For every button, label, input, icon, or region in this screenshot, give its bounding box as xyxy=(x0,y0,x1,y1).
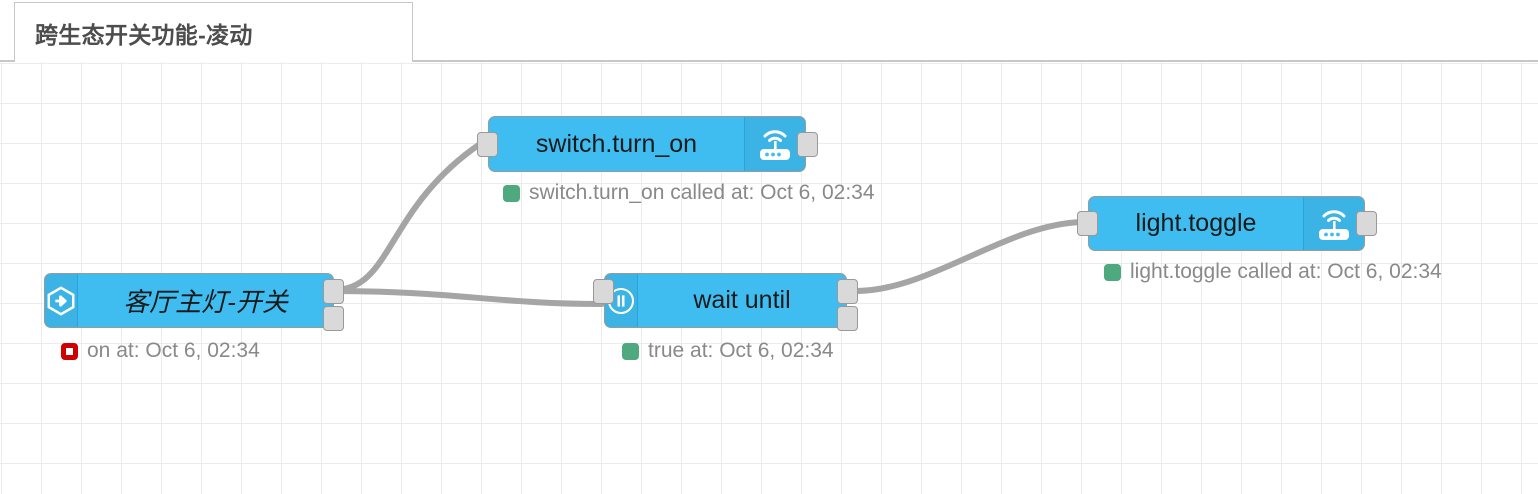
node-wait-until[interactable]: wait until xyxy=(604,273,847,328)
node-light-toggle-output-0[interactable] xyxy=(1356,211,1377,236)
flow-tab-label: 跨生态开关功能-凌动 xyxy=(35,21,253,48)
node-switch-turn-on-status: switch.turn_on called at: Oct 6, 02:34 xyxy=(503,181,875,205)
status-dot-icon xyxy=(622,342,639,360)
node-light-toggle[interactable]: light.toggle xyxy=(1088,196,1365,251)
node-light-toggle-status: light.toggle called at: Oct 6, 02:34 xyxy=(1104,260,1442,284)
hexagon-arrow-icon xyxy=(45,274,78,327)
node-light-toggle-status-text: light.toggle called at: Oct 6, 02:34 xyxy=(1130,260,1442,283)
link-wait-until-to-light-toggle[interactable] xyxy=(853,219,1085,294)
node-switch-turn-on-output-0[interactable] xyxy=(797,132,818,157)
node-light-toggle-label: light.toggle xyxy=(1135,209,1257,237)
node-wait-until-output-0[interactable] xyxy=(837,279,858,304)
node-wait-until-status: true at: Oct 6, 02:34 xyxy=(622,339,834,363)
node-wait-until-output-1[interactable] xyxy=(837,306,858,331)
flow-tab-bar: 跨生态开关功能-凌动 xyxy=(0,0,1538,62)
node-switch-turn-on-label: switch.turn_on xyxy=(535,129,698,158)
node-switch-entity-label: 客厅主灯-开关 xyxy=(123,287,288,317)
node-wait-until-input-0[interactable] xyxy=(593,279,614,304)
node-switch-turn-on-status-text: switch.turn_on called at: Oct 6, 02:34 xyxy=(529,181,875,204)
node-switch-entity-output-1[interactable] xyxy=(323,306,344,331)
link-switch-entity-to-switch-turn-on[interactable] xyxy=(331,141,483,293)
router-wifi-icon xyxy=(744,117,805,171)
node-wait-until-status-text: true at: Oct 6, 02:34 xyxy=(648,339,834,362)
node-switch-turn-on[interactable]: switch.turn_on xyxy=(488,116,806,172)
node-switch-entity-status: on at: Oct 6, 02:34 xyxy=(61,339,260,363)
flow-tab-active[interactable]: 跨生态开关功能-凌动 xyxy=(14,2,413,62)
status-dot-icon xyxy=(503,184,520,202)
router-wifi-icon xyxy=(1303,197,1364,250)
node-switch-entity[interactable]: 客厅主灯-开关 xyxy=(44,273,334,328)
node-light-toggle-input-0[interactable] xyxy=(1077,211,1098,236)
node-wait-until-label: wait until xyxy=(693,286,791,314)
flow-canvas[interactable]: 客厅主灯-开关 on at: Oct 6, 02:34 switch.turn_… xyxy=(0,62,1538,494)
status-dot-icon xyxy=(1104,263,1121,281)
node-switch-entity-output-0[interactable] xyxy=(323,279,344,304)
link-switch-entity-to-wait-until[interactable] xyxy=(331,288,605,307)
node-switch-turn-on-input-0[interactable] xyxy=(477,132,498,157)
status-ring-icon xyxy=(61,342,78,360)
node-switch-entity-status-text: on at: Oct 6, 02:34 xyxy=(87,339,260,362)
